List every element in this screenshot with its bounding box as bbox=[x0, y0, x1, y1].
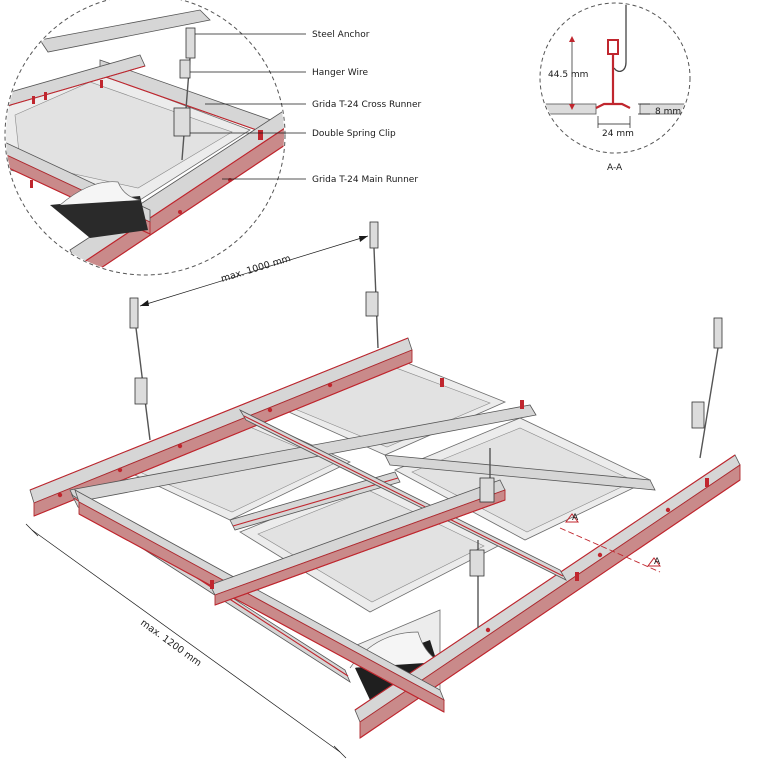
callout-leaders bbox=[190, 33, 306, 180]
main-ceiling-grid: A A bbox=[29, 221, 741, 739]
callout-main-runner: Grida T-24 Main Runner bbox=[312, 175, 418, 185]
section-width-label: 24 mm bbox=[602, 129, 634, 139]
section-view-circle: 44.5 mm 24 mm 8 mm bbox=[539, 2, 691, 154]
section-marker-a: A A bbox=[559, 513, 661, 573]
spring-clip-icon bbox=[173, 107, 191, 137]
main-runner-left bbox=[29, 337, 413, 517]
spring-clip-icon bbox=[134, 377, 148, 405]
perforated-panel-patch bbox=[50, 196, 148, 238]
cross-runner bbox=[209, 479, 506, 606]
spring-clip-icon bbox=[469, 549, 485, 577]
spring-clip-icon bbox=[691, 401, 705, 429]
hanger-assembly-4 bbox=[469, 448, 495, 628]
dimension-label: max. 1000 mm bbox=[220, 253, 293, 285]
section-depth-label: 8 mm bbox=[655, 107, 681, 117]
callout-steel-anchor: Steel Anchor bbox=[312, 30, 370, 40]
section-marker-label: A bbox=[572, 513, 579, 523]
callout-hanger-wire: Hanger Wire bbox=[312, 68, 369, 78]
steel-anchor-icon bbox=[185, 27, 196, 59]
section-caption: A-A bbox=[607, 163, 623, 173]
cross-runner bbox=[229, 471, 401, 531]
section-height-label: 44.5 mm bbox=[548, 70, 588, 80]
callout-cross-runner: Grida T-24 Cross Runner bbox=[312, 100, 422, 110]
runner-slot-holes bbox=[57, 378, 709, 633]
hanger-assembly-2 bbox=[365, 221, 379, 349]
spring-clip-icon bbox=[365, 291, 379, 317]
hanger-assembly-1 bbox=[129, 297, 151, 441]
steel-anchor-icon bbox=[129, 297, 139, 329]
cross-runner bbox=[384, 454, 656, 491]
main-runner-front-left bbox=[74, 489, 445, 713]
steel-anchor-icon bbox=[713, 317, 723, 349]
detail-view-circle bbox=[4, 0, 286, 276]
spring-clip-icon bbox=[479, 477, 495, 503]
steel-anchor-icon bbox=[369, 221, 379, 249]
callout-spring-clip: Double Spring Clip bbox=[312, 129, 396, 139]
section-marker-label: A bbox=[654, 557, 661, 567]
hanger-assembly-3 bbox=[691, 317, 723, 459]
callout-labels: Steel Anchor Hanger Wire Grida T-24 Cros… bbox=[312, 30, 422, 185]
dimension-label: max. 1200 mm bbox=[138, 618, 203, 669]
